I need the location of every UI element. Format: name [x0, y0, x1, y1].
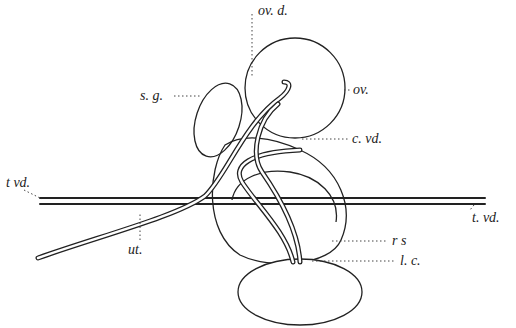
gland-outline	[185, 77, 250, 163]
part-label: ut.	[128, 243, 142, 257]
duct-tube	[239, 150, 300, 262]
bottom-oval	[238, 259, 362, 325]
part-label: c. vd.	[352, 132, 382, 146]
leader-line	[24, 190, 42, 199]
duct-tube	[256, 104, 300, 262]
leader-line	[140, 214, 141, 240]
leader-line	[344, 90, 350, 91]
duct-tube	[38, 82, 289, 258]
vas-deferens-line	[40, 203, 485, 205]
leader-line	[312, 261, 396, 262]
part-label: ov. d.	[258, 4, 288, 18]
leader-line	[252, 14, 253, 76]
part-label: s. g.	[140, 89, 163, 103]
duct-tube	[38, 82, 289, 258]
leader-line	[470, 205, 474, 210]
leader-line	[332, 241, 388, 242]
part-label: ov.	[353, 83, 369, 97]
leader-line	[302, 139, 348, 140]
duct-tube	[256, 104, 300, 262]
leader-line	[174, 96, 202, 97]
part-label: t vd.	[6, 176, 30, 190]
part-label: t. vd.	[472, 211, 500, 225]
part-label: r s	[392, 234, 406, 248]
duct-tube	[239, 150, 300, 262]
ovary-outline	[245, 38, 345, 138]
vas-deferens-line	[40, 197, 485, 199]
part-label: l. c.	[400, 254, 421, 268]
